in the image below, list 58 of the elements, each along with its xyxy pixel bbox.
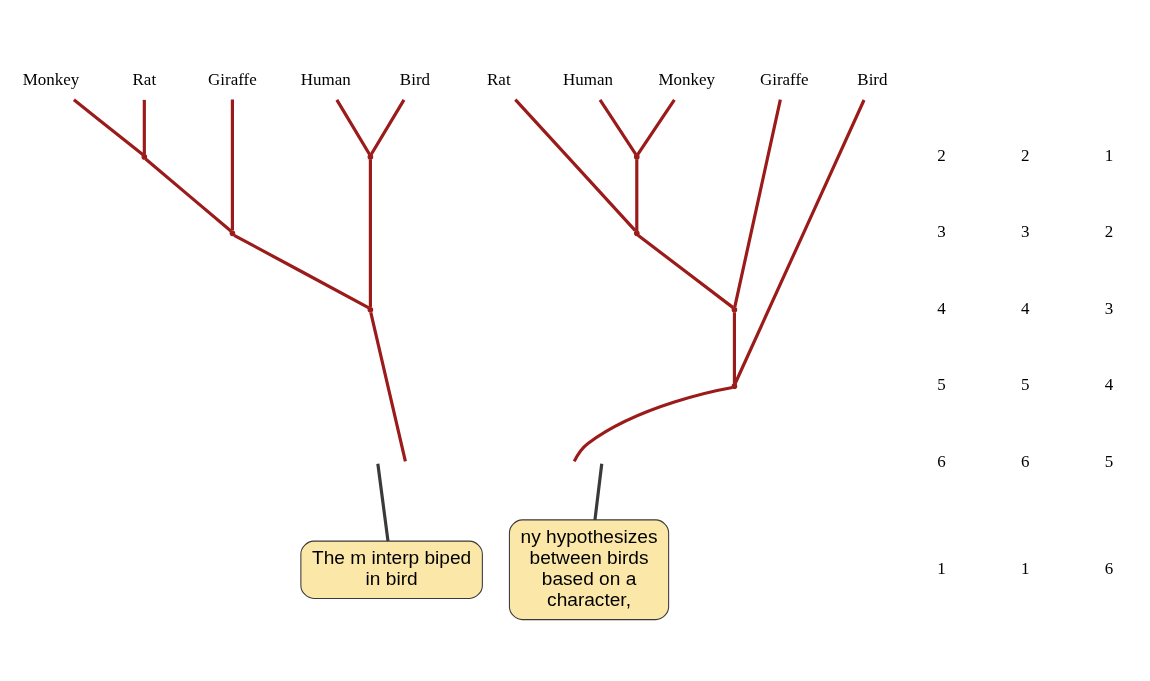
label: 3: [936, 222, 946, 242]
label: 5: [936, 375, 946, 395]
node-box: The m interp biped in bird: [299, 540, 483, 599]
connector: [636, 234, 734, 309]
label: 6: [936, 451, 946, 471]
connector: [368, 159, 372, 307]
label: 3: [1020, 222, 1029, 242]
connector: [592, 463, 603, 521]
label: 6: [1020, 451, 1029, 471]
connector: [334, 99, 371, 156]
connector: [232, 233, 370, 310]
node-point: [731, 383, 737, 389]
connector: [144, 157, 232, 233]
node-text: Human: [562, 69, 613, 89]
node-text: Rat: [132, 69, 156, 89]
node-box: ny hypothesizes between birds based on a character,: [508, 519, 669, 621]
connector: [732, 99, 782, 308]
node-point: [367, 306, 373, 313]
node-text: Monkey: [22, 69, 79, 89]
node-text: Giraffe: [207, 69, 257, 89]
label: 6: [1104, 558, 1113, 578]
connector: [369, 99, 405, 156]
label: 5: [1020, 375, 1029, 395]
connector: [368, 312, 407, 462]
label: 2: [1020, 145, 1029, 165]
label: 2: [936, 145, 946, 165]
node-point: [229, 230, 235, 237]
label: 2: [1104, 222, 1113, 242]
label: 5: [1104, 451, 1113, 471]
connector: [230, 99, 234, 231]
label: 1: [1104, 145, 1113, 165]
connector: [375, 463, 390, 542]
label: 4: [1020, 298, 1029, 318]
node-text: Bird: [856, 69, 887, 89]
connector: [732, 312, 736, 384]
node-text: Bird: [399, 69, 430, 89]
node-point: [633, 154, 640, 160]
label: 4: [1104, 375, 1113, 395]
node-point: [367, 154, 373, 160]
connector: [72, 98, 144, 156]
connector: [635, 99, 676, 156]
label: 4: [936, 298, 946, 318]
node-point: [633, 230, 640, 237]
node-point: [731, 306, 737, 313]
node-text: Giraffe: [759, 69, 809, 89]
node-text: Monkey: [657, 69, 715, 89]
connector: [733, 99, 865, 385]
connector: [513, 98, 636, 232]
label: 3: [1104, 298, 1113, 318]
label: 1: [1020, 558, 1029, 578]
connector: [598, 99, 637, 156]
label: 1: [936, 558, 946, 578]
node-point: [141, 154, 147, 160]
node-text: Rat: [486, 69, 511, 89]
node-text: Human: [300, 69, 351, 89]
connector: [572, 385, 733, 463]
connector: [634, 159, 638, 231]
connector: [142, 99, 146, 155]
